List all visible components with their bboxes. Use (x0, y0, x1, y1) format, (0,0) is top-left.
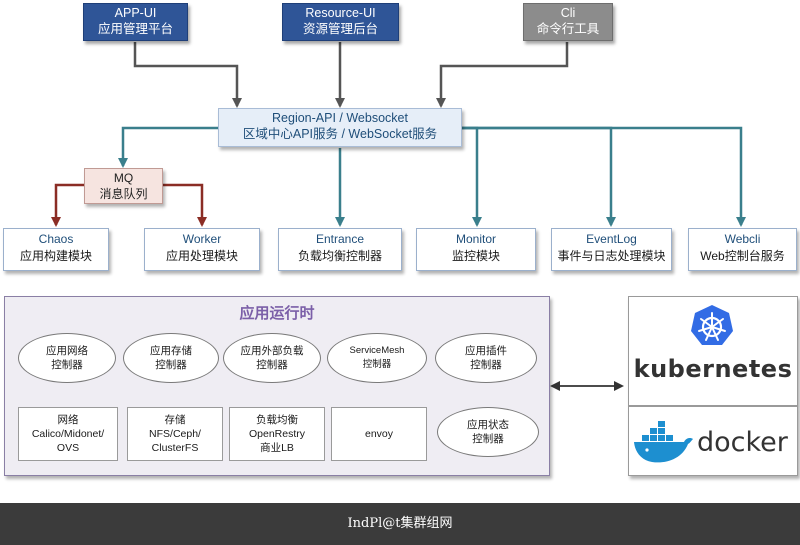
runtime-oval-network: 应用网络 控制器 (18, 333, 116, 383)
module-subtitle: Web控制台服务 (700, 249, 785, 263)
oval-line-1: 应用外部负载 (240, 345, 304, 357)
cli-box: Cli 命令行工具 (523, 3, 613, 41)
runtime-title: 应用运行时 (239, 305, 315, 322)
module-monitor: Monitor 监控模块 (416, 228, 536, 271)
region-api-box: Region-API / Websocket 区域中心API服务 / WebSo… (218, 108, 462, 147)
connector-cli-region (436, 42, 569, 108)
module-eventlog: EventLog 事件与日志处理模块 (551, 228, 672, 271)
resource-ui-box: Resource-UI 资源管理后台 (282, 3, 399, 41)
runtime-oval-state: 应用状态 控制器 (437, 407, 539, 457)
runtime-rect-network: 网络 Calico/Midonet/ OVS (18, 407, 118, 461)
region-api-title: Region-API / Websocket (272, 111, 408, 125)
docker-panel: docker (628, 406, 798, 476)
docker-whale-icon (634, 421, 693, 463)
cli-subtitle: 命令行工具 (536, 22, 600, 36)
kubernetes-panel: kubernetes (628, 296, 798, 406)
docker-wordmark: docker (697, 427, 788, 458)
mq-box: MQ 消息队列 (84, 168, 163, 204)
oval-line-2: 控制器 (51, 359, 83, 371)
resource-ui-title: Resource-UI (305, 6, 376, 20)
module-subtitle: 应用构建模块 (19, 249, 92, 263)
kubernetes-wordmark: kubernetes (633, 355, 793, 383)
app-ui-subtitle: 应用管理平台 (97, 22, 173, 36)
module-webcli: Webcli Web控制台服务 (688, 228, 797, 271)
resource-ui-subtitle: 资源管理后台 (302, 22, 378, 36)
rect-line-3: ClusterFS (151, 442, 199, 454)
runtime-rect-storage: 存储 NFS/Ceph/ ClusterFS (127, 407, 223, 461)
module-subtitle: 应用处理模块 (165, 249, 238, 263)
runtime-oval-lb: 应用外部负载 控制器 (223, 333, 321, 383)
oval-line-2: 控制器 (362, 359, 392, 370)
rect-line-3: OVS (56, 442, 80, 454)
mq-subtitle: 消息队列 (99, 187, 148, 201)
connector-region-webcli (462, 126, 746, 227)
rect-line-1: 负载均衡 (256, 414, 298, 426)
footer-bar: IndPl@t集群组网 (0, 503, 800, 545)
oval-line-2: 控制器 (155, 359, 187, 371)
app-ui-box: APP-UI 应用管理平台 (83, 3, 188, 41)
module-title: Webcli (724, 232, 761, 246)
module-subtitle: 负载均衡控制器 (297, 249, 382, 263)
oval-line-2: 控制器 (472, 433, 504, 445)
module-subtitle: 事件与日志处理模块 (557, 249, 666, 263)
module-title: Chaos (38, 232, 74, 246)
connector-mq-chaos (51, 183, 84, 227)
rect-line-1: 存储 (164, 414, 186, 426)
rect-line-2: OpenRestry (248, 428, 306, 440)
module-title: EventLog (586, 232, 637, 246)
module-worker: Worker 应用处理模块 (144, 228, 260, 271)
rect-line-1: envoy (364, 428, 394, 440)
runtime-oval-storage: 应用存储 控制器 (123, 333, 219, 383)
module-subtitle: 监控模块 (451, 249, 500, 263)
kubernetes-logo-icon (691, 305, 733, 345)
mq-title: MQ (113, 171, 134, 185)
rect-line-1: 网络 (57, 414, 79, 426)
rect-line-2: NFS/Ceph/ (149, 428, 201, 440)
rect-line-2: Calico/Midonet/ (31, 428, 105, 440)
oval-line-1: 应用插件 (465, 345, 507, 357)
runtime-oval-servicemesh: ServiceMesh 控制器 (327, 333, 427, 383)
region-api-subtitle: 区域中心API服务 / WebSocket服务 (242, 127, 438, 141)
oval-line-2: 控制器 (470, 359, 502, 371)
connector-region-monitor (462, 126, 482, 227)
oval-line-1: 应用状态 (467, 419, 509, 431)
module-entrance: Entrance 负载均衡控制器 (278, 228, 402, 271)
oval-line-1: 应用存储 (150, 345, 192, 357)
rect-line-3: 商业LB (260, 442, 294, 454)
connector-region-eventlog (462, 126, 616, 227)
app-ui-title: APP-UI (114, 6, 157, 20)
oval-line-1: 应用网络 (46, 345, 88, 357)
runtime-rect-envoy: envoy (331, 407, 427, 461)
module-title: Worker (182, 232, 222, 246)
runtime-oval-plugin: 应用插件 控制器 (435, 333, 537, 383)
oval-line-1: ServiceMesh (349, 345, 405, 356)
cli-title: Cli (560, 6, 576, 20)
connector-mq-worker (163, 183, 207, 227)
runtime-panel: 应用运行时 应用网络 控制器 应用存储 控制器 应用外部负载 控制器 Servi… (4, 296, 550, 476)
runtime-rect-lb: 负载均衡 OpenRestry 商业LB (229, 407, 325, 461)
connector-region-mq (118, 126, 218, 168)
connector-appui-region (133, 42, 242, 108)
module-title: Monitor (455, 232, 496, 246)
footer-text: IndPl@t集群组网 (347, 516, 453, 531)
module-chaos: Chaos 应用构建模块 (3, 228, 109, 271)
module-title: Entrance (315, 232, 365, 246)
oval-line-2: 控制器 (256, 359, 288, 371)
